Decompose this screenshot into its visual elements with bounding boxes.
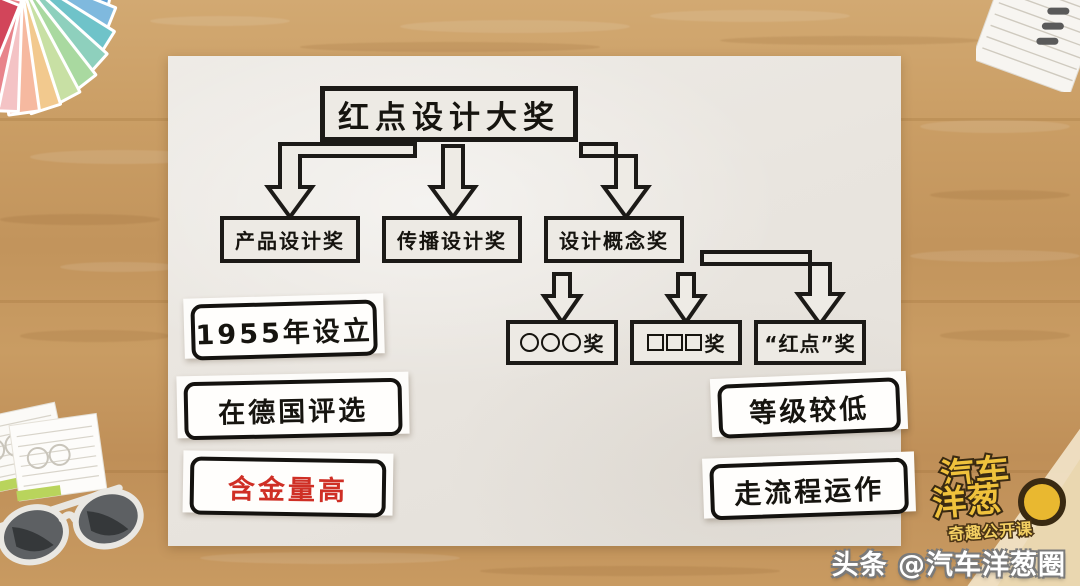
note-text: 1955年设立 [190,299,378,361]
arrow-title-to-cat3 [579,142,652,221]
arrow-title-to-cat1 [264,142,417,221]
wood-grain [940,330,1070,341]
note-process-driven[interactable]: 走流程运作 [702,451,916,521]
logo-ring-icon [1018,478,1066,526]
wood-grain [480,566,780,576]
color-swatch-fan [0,0,118,117]
note-text: 在德国评选 [183,377,403,441]
square-icon [646,334,664,351]
sunglasses [0,484,144,566]
wood-grain [300,42,600,52]
wood-grain [910,250,1080,262]
category-box-design-concept[interactable]: 设计概念奖 [544,216,684,263]
square-icon [684,334,702,351]
wood-grain [930,190,1070,200]
wood-grain [720,36,980,45]
note-text: 含金量高 [189,456,387,518]
wood-grain [400,20,630,33]
spiral-notebook [976,0,1080,92]
wood-grain [200,552,460,564]
wood-grain [60,262,180,272]
note-founded-1955[interactable]: 1955年设立 [183,293,385,361]
note-high-value[interactable]: 含金量高 [182,450,394,518]
level-box-red-dot[interactable]: “红点”奖 [754,320,866,365]
level-box-squares[interactable]: 奖 [630,320,742,365]
level-label: 奖 [704,332,726,356]
category-box-product-design[interactable]: 产品设计奖 [220,216,360,263]
wood-grain [0,214,160,225]
circle-glyph-group [519,333,581,352]
diagram-title-box: 红点设计大奖 [320,86,578,142]
channel-logo: 汽车 洋葱 奇趣公开课 [929,444,1070,545]
watermark: 头条 @汽车洋葱圈 [831,550,1066,581]
circle-icon [540,333,560,352]
level-label: 奖 [583,332,605,356]
square-icon [665,334,683,351]
category-box-communication-design[interactable]: 传播设计奖 [382,216,522,263]
note-lower-tier[interactable]: 等级较低 [709,370,909,439]
wood-grain [20,330,170,342]
note-text: 走流程运作 [709,457,910,521]
arrow-cat3-to-level1 [540,272,584,326]
wood-grain [30,150,210,164]
lined-papers [0,401,108,502]
arrow-cat3-to-level3 [700,250,846,328]
arrow-title-to-cat2 [427,144,479,221]
note-text: 等级较低 [717,377,902,439]
square-glyph-group [646,334,702,351]
arrow-cat3-to-level2 [664,272,708,326]
note-judged-in-germany[interactable]: 在德国评选 [176,371,410,441]
circle-icon [561,333,581,352]
circle-icon [519,333,539,352]
wood-grain [650,10,850,22]
level-box-circles[interactable]: 奖 [506,320,618,365]
wood-grain [150,16,290,26]
wood-grain [920,120,1070,133]
